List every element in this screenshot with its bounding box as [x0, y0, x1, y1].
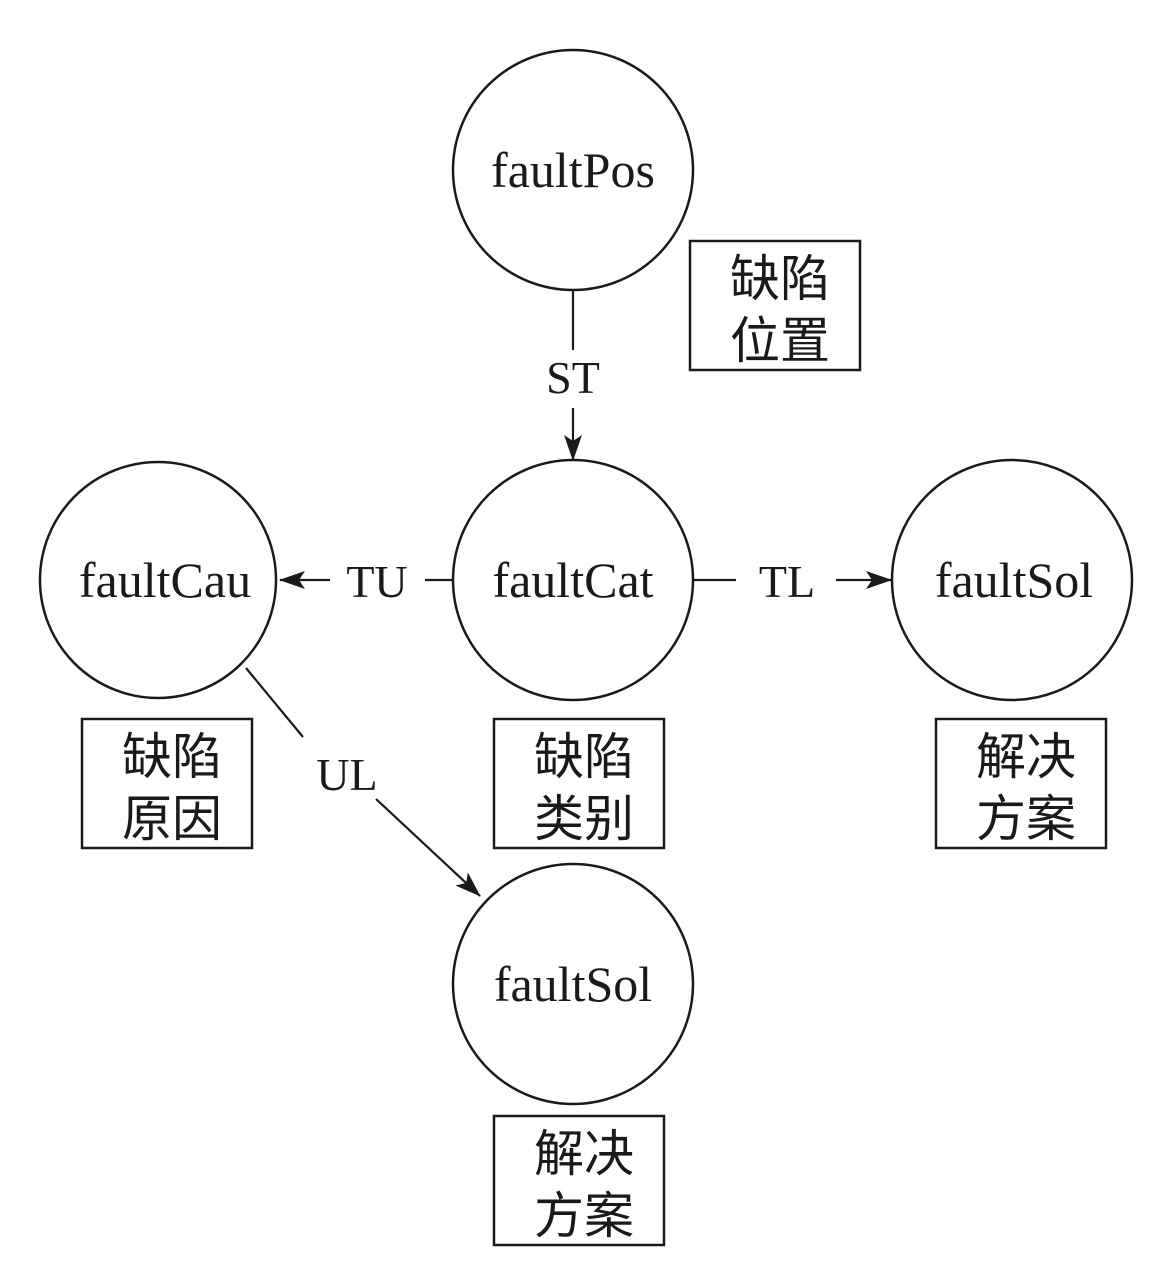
annotation-faultcat: 缺陷 类别 — [492, 717, 666, 850]
node-faultcau-label: faultCau — [79, 552, 251, 608]
node-faultpos-label: faultPos — [491, 142, 655, 198]
annotation-faultsol-right-line1: 解决 — [976, 728, 1076, 786]
edge-tl-label: TL — [759, 556, 815, 607]
node-faultcat-circle — [451, 458, 695, 702]
node-faultcau-circle — [38, 460, 278, 700]
annotation-faultcat-line2: 类别 — [534, 790, 634, 848]
annotation-faultpos-line2: 位置 — [730, 312, 830, 370]
node-faultsol-bottom-circle — [451, 862, 695, 1106]
node-faultsol-right-circle — [890, 458, 1134, 702]
annotation-faultsol-bottom-box — [492, 1114, 666, 1247]
edge-tl: TL — [693, 556, 892, 607]
edge-ul-label: UL — [316, 749, 377, 800]
annotation-faultcat-line1: 缺陷 — [534, 728, 634, 786]
annotation-faultsol-bottom: 解决 方案 — [492, 1114, 666, 1247]
edge-st: ST — [546, 290, 600, 461]
annotation-faultcau: 缺陷 原因 — [80, 717, 254, 850]
node-faultsol-bottom-label: faultSol — [494, 956, 652, 1012]
annotation-faultpos-box — [688, 239, 862, 372]
node-faultcat-label: faultCat — [492, 552, 653, 608]
edge-ul: UL — [245, 667, 481, 897]
edge-tu-label: TU — [346, 556, 407, 607]
node-faultcau: faultCau — [38, 460, 278, 700]
node-faultsol-right: faultSol — [890, 458, 1134, 702]
annotation-faultsol-bottom-line2: 方案 — [534, 1187, 634, 1245]
edge-ul-line-upper — [245, 667, 304, 738]
node-faultcat: faultCat — [451, 458, 695, 702]
node-faultsol-bottom: faultSol — [451, 862, 695, 1106]
annotation-faultcau-box — [80, 717, 254, 850]
edge-ul-line-lower — [375, 798, 481, 897]
edge-st-label: ST — [546, 352, 600, 403]
annotation-faultcau-line2: 原因 — [122, 790, 222, 848]
node-faultpos-circle — [451, 48, 695, 292]
annotation-faultcat-box — [492, 717, 666, 850]
annotation-faultpos-line1: 缺陷 — [730, 250, 830, 308]
node-faultpos: faultPos — [451, 48, 695, 292]
edge-tu: TU — [279, 556, 453, 607]
annotation-faultsol-right-line2: 方案 — [976, 790, 1076, 848]
annotation-faultsol-bottom-line1: 解决 — [534, 1125, 634, 1183]
annotation-faultsol-right: 解决 方案 — [934, 717, 1108, 850]
node-faultsol-right-label: faultSol — [935, 552, 1093, 608]
annotation-faultpos: 缺陷 位置 — [688, 239, 862, 372]
annotation-faultcau-line1: 缺陷 — [122, 728, 222, 786]
annotation-faultsol-right-box — [934, 717, 1108, 850]
